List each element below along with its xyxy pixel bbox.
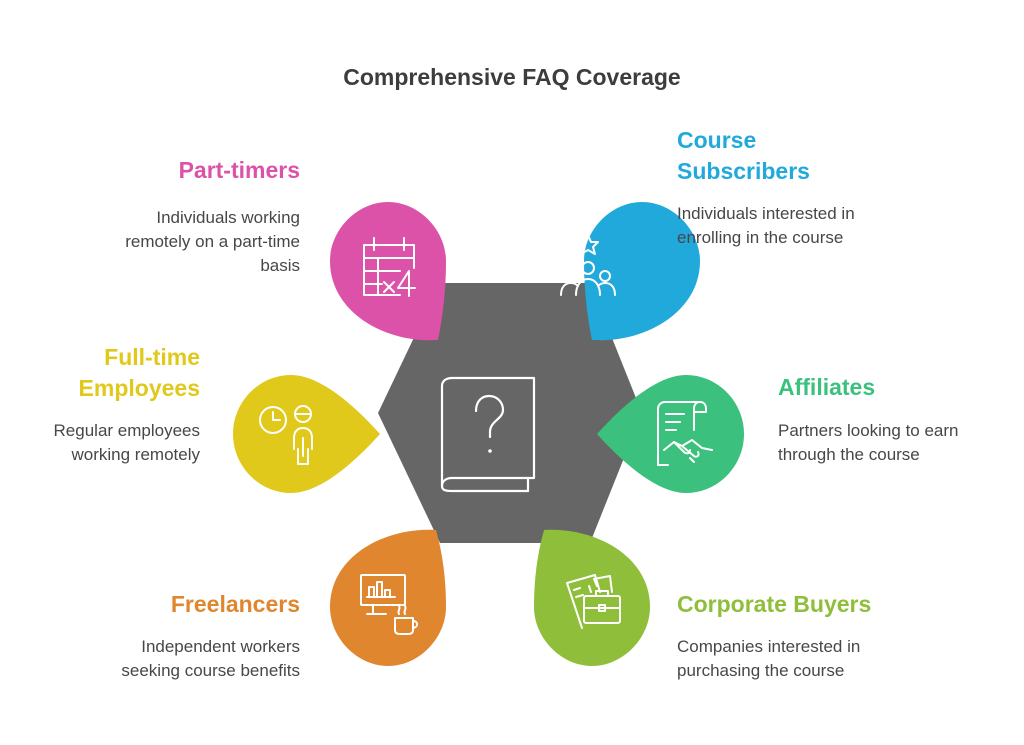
part-timers-desc-line: basis [260, 256, 300, 275]
affiliates-desc-line: through the course [778, 445, 920, 464]
affiliates-desc-line: Partners looking to earn [778, 421, 959, 440]
freelancers-title-line: Freelancers [170, 591, 300, 617]
course-subscribers-desc-line: Individuals interested in [677, 204, 855, 223]
freelancers-title: Freelancers [171, 589, 300, 620]
full-time-employees-node [233, 375, 380, 493]
question-book-icon [440, 376, 536, 493]
affiliates-node [597, 375, 744, 493]
full-time-employees-title-line: Employees [78, 375, 200, 401]
briefcase-documents-icon [566, 574, 621, 629]
course-subscribers-title-line: Subscribers [677, 158, 810, 184]
part-timers-title-line: Part-timers [178, 157, 300, 183]
group-star-icon [560, 234, 616, 296]
course-subscribers-node [584, 202, 700, 341]
clock-person-icon [259, 405, 313, 465]
corporate-buyers-node [534, 529, 650, 666]
freelancers-desc-line: Independent workers [141, 637, 300, 656]
full-time-employees-description: Regular employees working remotely [54, 419, 200, 467]
corporate-buyers-title-line: Corporate Buyers [677, 591, 872, 617]
freelancers-description: Independent workers seeking course benef… [121, 635, 300, 683]
corporate-buyers-title: Corporate Buyers [677, 589, 871, 620]
freelancers-desc-line: seeking course benefits [121, 661, 300, 680]
affiliates-title-line: Affiliates [778, 374, 876, 400]
course-subscribers-description: Individuals interested in enrolling in t… [677, 202, 855, 250]
full-time-employees-title-line: Full-time [104, 344, 200, 370]
diagram-title: Comprehensive FAQ Coverage [343, 64, 681, 90]
course-subscribers-title: Course Subscribers [677, 125, 810, 187]
part-timers-desc-line: Individuals working [156, 208, 300, 227]
affiliates-description: Partners looking to earn through the cou… [778, 419, 959, 467]
full-time-employees-desc-line: Regular employees [53, 421, 200, 440]
affiliates-title: Affiliates [778, 372, 875, 403]
full-time-employees-title: Full-time Employees [79, 342, 200, 404]
monitor-coffee-icon [360, 574, 419, 635]
corporate-buyers-desc-line: Companies interested in [677, 637, 861, 656]
central-hub [378, 283, 642, 543]
course-subscribers-title-line: Course [677, 127, 757, 153]
corporate-buyers-desc-line: purchasing the course [677, 661, 845, 680]
contract-handshake-icon [657, 401, 713, 466]
calendar-icon [363, 237, 416, 297]
course-subscribers-desc-line: enrolling in the course [677, 228, 844, 247]
full-time-employees-desc-line: working remotely [71, 445, 201, 464]
part-timers-desc-line: remotely on a part-time [125, 232, 300, 251]
corporate-buyers-description: Companies interested in purchasing the c… [677, 635, 860, 683]
part-timers-description: Individuals working remotely on a part-t… [125, 206, 300, 278]
part-timers-title: Part-timers [179, 155, 300, 186]
